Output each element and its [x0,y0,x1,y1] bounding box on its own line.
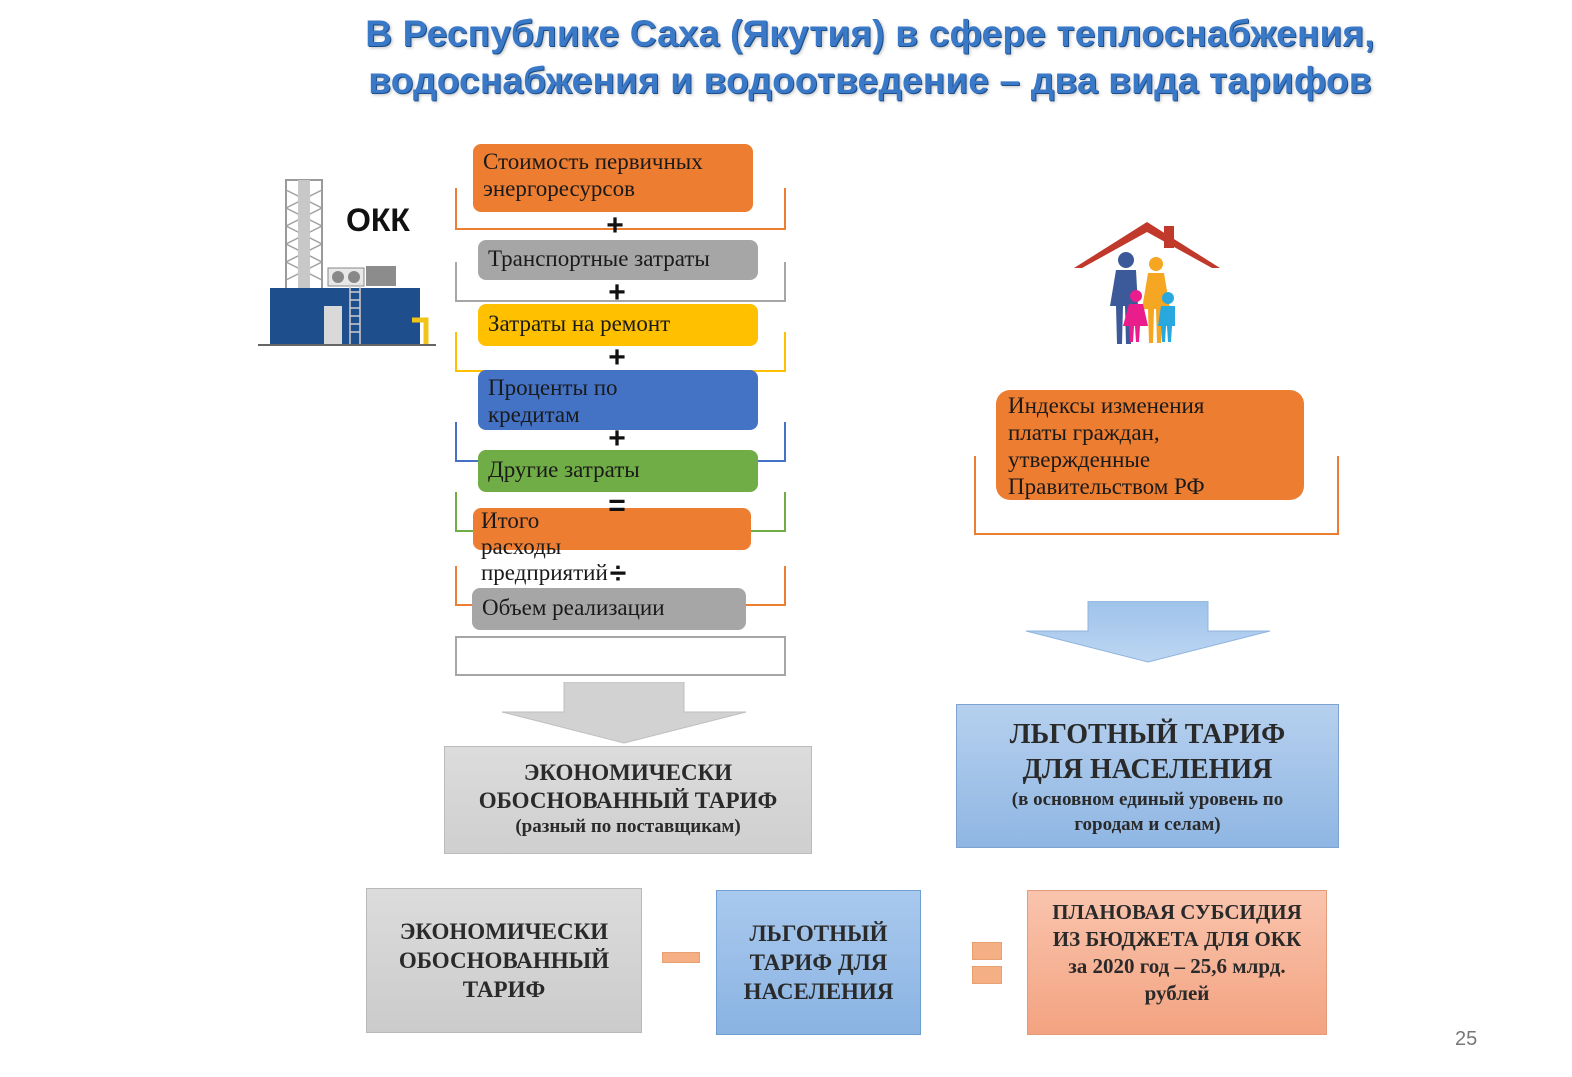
planned-subsidy-title: ПЛАНОВАЯ СУБСИДИЯ ИЗ БЮДЖЕТА ДЛЯ ОКК [1052,900,1302,951]
economic-tariff-box: ЭКОНОМИЧЕСКИ ОБОСНОВАННЫЙ ТАРИФ (разный … [444,746,812,854]
cost-item-total: Итого расходы предприятий [473,508,751,585]
family-house-icon [1072,210,1222,350]
equals-sign-bottom-bar [972,966,1002,984]
empty-result-frame [455,636,786,676]
equation-economic-tariff-box: ЭКОНОМИЧЕСКИ ОБОСНОВАННЫЙ ТАРИФ [366,888,642,1033]
preferential-tariff-line-3: (в основном единый уровень по городам и … [1011,789,1284,835]
plus-operator-3: + [608,341,626,374]
planned-subsidy-amount: за 2020 год – 25,6 млрд. рублей [1068,954,1286,1005]
cost-item-primary-energy: Стоимость первичных энергоресурсов [473,144,753,212]
cost-item-transport: Транспортные затраты [478,240,758,280]
preferential-tariff-box: ЛЬГОТНЫЙ ТАРИФ ДЛЯ НАСЕЛЕНИЯ (в основном… [956,704,1339,848]
equation-preferential-tariff-box: ЛЬГОТНЫЙ ТАРИФ ДЛЯ НАСЕЛЕНИЯ [716,890,921,1035]
equals-sign-top-bar [972,942,1002,960]
plus-operator-1: + [606,209,624,242]
economic-tariff-line-1: ЭКОНОМИЧЕСКИ [523,760,733,785]
planned-subsidy-box: ПЛАНОВАЯ СУБСИДИЯ ИЗ БЮДЖЕТА ДЛЯ ОКК за … [1027,890,1327,1035]
divide-operator: ÷ [609,557,627,590]
preferential-tariff-line-1: ЛЬГОТНЫЙ ТАРИФ [1009,719,1286,750]
bracket-1 [455,188,786,230]
boiler-house-icon [256,178,438,348]
title-line-2: водоснабжения и водоотведение – два вида… [368,60,1372,101]
page-title: В Республике Саха (Якутия) в сфере тепло… [300,10,1440,104]
economic-tariff-line-3: (разный по поставщикам) [515,816,741,837]
plus-operator-4: + [608,422,626,455]
price-index-box: Индексы изменения платы граждан, утвержд… [996,390,1304,500]
down-arrow-right-icon [1024,600,1272,663]
plus-operator-2: + [608,276,626,309]
equals-operator: = [608,489,626,522]
economic-tariff-line-2: ОБОСНОВАННЫЙ ТАРИФ [478,788,778,813]
minus-sign [662,952,700,963]
bracket-2 [455,262,786,302]
cost-item-other: Другие затраты [478,450,758,492]
cost-item-repair: Затраты на ремонт [478,304,758,346]
cost-item-loan-interest: Проценты по кредитам [478,370,758,430]
okk-label: ОКК [346,202,410,238]
title-line-1: В Республике Саха (Якутия) в сфере тепло… [365,13,1375,54]
preferential-tariff-line-2: ДЛЯ НАСЕЛЕНИЯ [1022,754,1273,785]
down-arrow-left-icon [500,681,748,744]
page-number: 25 [1455,1028,1478,1050]
bracket-right [974,456,1339,535]
cost-item-volume: Объем реализации [472,588,746,630]
